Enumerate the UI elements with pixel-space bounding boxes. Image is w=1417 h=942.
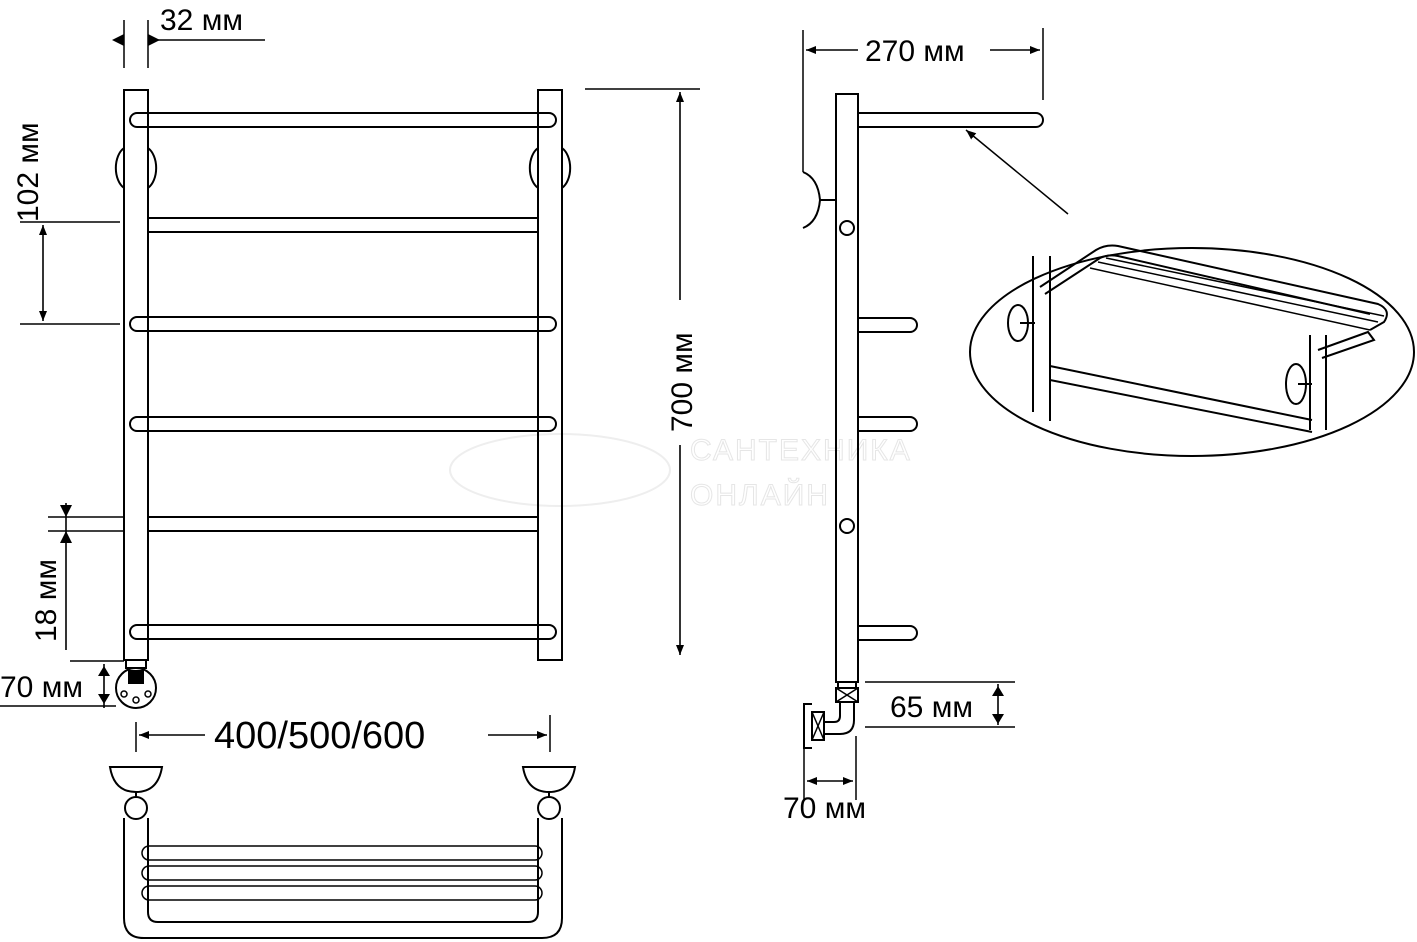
front-heater-dot-3 — [144, 690, 152, 698]
front-wall-mount-right-b — [561, 147, 572, 189]
dim-side-offset: 65 мм — [890, 691, 973, 724]
dim-depth: 270 мм — [865, 35, 965, 68]
side-view — [802, 93, 1044, 749]
side-crossbar-1 — [858, 317, 918, 333]
dim-bottom-offset-front: 70 мм — [0, 671, 83, 704]
shelf-detail-callout — [965, 129, 1415, 457]
front-crossbar-3 — [129, 416, 557, 432]
side-elbow-outer — [824, 702, 841, 723]
side-fitting-nut — [835, 687, 859, 703]
side-wall-mount — [802, 171, 822, 229]
front-wall-mount-left — [114, 147, 125, 189]
front-heater-dot-2 — [132, 696, 140, 704]
side-crossbar-2 — [858, 416, 918, 432]
dim-tube-width: 32 мм — [160, 4, 243, 37]
detail-shelf-frame-top — [1039, 244, 1388, 331]
detail-shelf-rail-3 — [1105, 257, 1385, 317]
top-wall-bracket-right — [521, 766, 577, 794]
detail-shelf-rail-2 — [1097, 261, 1379, 323]
side-wall-nut — [811, 711, 825, 741]
watermark: САНТЕХНИКА ОНЛАЙН — [449, 433, 912, 513]
front-wall-mount-left-b — [147, 147, 158, 189]
top-wall-bracket-left — [108, 766, 164, 794]
top-shelf-rail-1 — [141, 845, 543, 861]
side-flat-bar-end-2 — [839, 518, 855, 534]
side-elbow-inner — [824, 702, 855, 735]
detail-crossbar-bottom — [1049, 379, 1313, 433]
top-view — [108, 766, 577, 939]
side-main-tube — [835, 93, 859, 683]
top-wall-joint-right — [537, 796, 561, 820]
top-wall-joint-left — [124, 796, 148, 820]
front-view — [114, 89, 572, 709]
top-shelf-rail-2 — [141, 865, 543, 881]
top-outer-frame — [123, 818, 563, 939]
side-flat-bar-end-1 — [839, 220, 855, 236]
detail-crossbar-top — [1049, 365, 1313, 421]
detail-shelf-frame-inner — [1044, 254, 1371, 315]
side-crossbar-3 — [858, 625, 918, 641]
detail-shelf-rail-1 — [1089, 267, 1371, 331]
front-heater-switch-icon — [128, 670, 144, 684]
watermark-line1: САНТЕХНИКА — [690, 434, 912, 467]
side-shelf-arm — [858, 112, 1044, 128]
dim-width-options: 400/500/600 — [214, 715, 425, 757]
watermark-line2: ОНЛАЙН — [690, 478, 830, 512]
side-wall-flange — [803, 703, 812, 749]
front-heater-neck — [125, 659, 147, 669]
front-heater-dot-1 — [120, 690, 128, 698]
side-dimensions: 270 мм 65 мм 70 мм — [783, 28, 1044, 825]
front-right-tube — [537, 89, 563, 661]
dim-height: 700 мм — [666, 332, 699, 432]
front-dimensions: 32 мм 102 мм 700 мм 18 мм 70 мм 400/500/… — [0, 4, 700, 757]
detail-shelf-front-bar — [1317, 330, 1376, 359]
dim-top-spacing: 102 мм — [12, 122, 45, 222]
detail-ellipse — [969, 247, 1415, 457]
top-inner-frame — [147, 818, 539, 923]
top-shelf-rail-3 — [141, 885, 543, 901]
front-wall-mount-right — [528, 147, 539, 189]
front-left-tube — [123, 89, 149, 661]
detail-leader-arrow — [965, 129, 1069, 215]
dim-bar-gap: 18 мм — [30, 559, 63, 642]
dim-side-outlet: 70 мм — [783, 792, 866, 825]
front-crossbar-1 — [129, 112, 557, 128]
front-crossbar-4 — [129, 624, 557, 640]
front-heater-body — [115, 667, 157, 709]
front-crossbar-2 — [129, 316, 557, 332]
